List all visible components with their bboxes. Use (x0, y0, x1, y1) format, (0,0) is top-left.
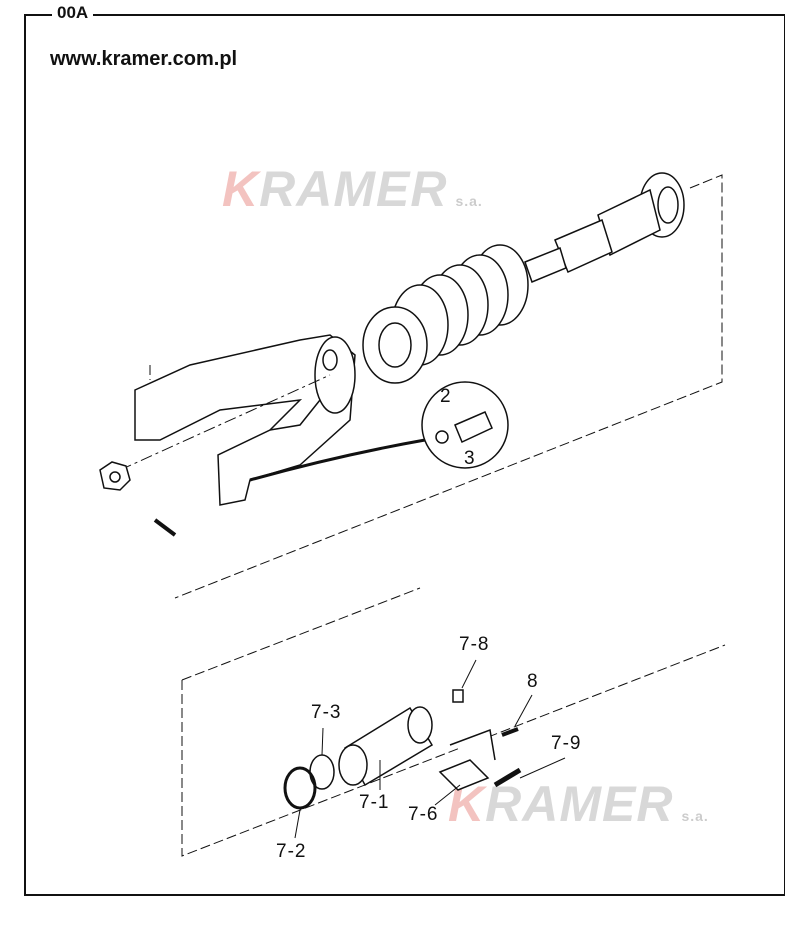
yoke-bracket (134, 334, 356, 506)
spring-rod (524, 172, 685, 283)
upper-assembly-boundary (149, 174, 723, 599)
cotter-pin (153, 518, 177, 537)
callout-7-9: 7-9 (551, 733, 582, 754)
sheet-code: 00A (52, 3, 94, 23)
bolt-part-8 (501, 727, 519, 737)
pin-part-7-1 (338, 706, 434, 787)
leader-lines (294, 659, 566, 839)
detail-circle (421, 381, 509, 469)
callout-8: 8 (527, 671, 539, 692)
detail-leader (249, 438, 426, 482)
center-line (119, 374, 331, 471)
seal-part-7-2 (283, 766, 317, 810)
callout-7-6: 7-6 (408, 804, 439, 825)
callout-7-1: 7-1 (359, 792, 390, 813)
website-url[interactable]: www.kramer.com.pl (50, 48, 238, 70)
sheet-border (24, 14, 785, 896)
callout-3: 3 (464, 448, 476, 469)
washer-part-2 (435, 430, 449, 444)
lower-assembly-boundary (181, 587, 726, 857)
bolt-part-3 (454, 411, 493, 444)
callout-7-2: 7-2 (276, 841, 307, 862)
recoil-spring (362, 244, 529, 384)
screw-part-7-8 (452, 689, 464, 703)
callout-2: 2 (440, 386, 452, 407)
grease-fitting-part-7-9 (493, 767, 522, 788)
callout-7-3: 7-3 (311, 702, 342, 723)
castle-nut (99, 461, 131, 491)
bracket-part-7-6 (438, 728, 496, 791)
callout-7-8: 7-8 (459, 634, 490, 655)
